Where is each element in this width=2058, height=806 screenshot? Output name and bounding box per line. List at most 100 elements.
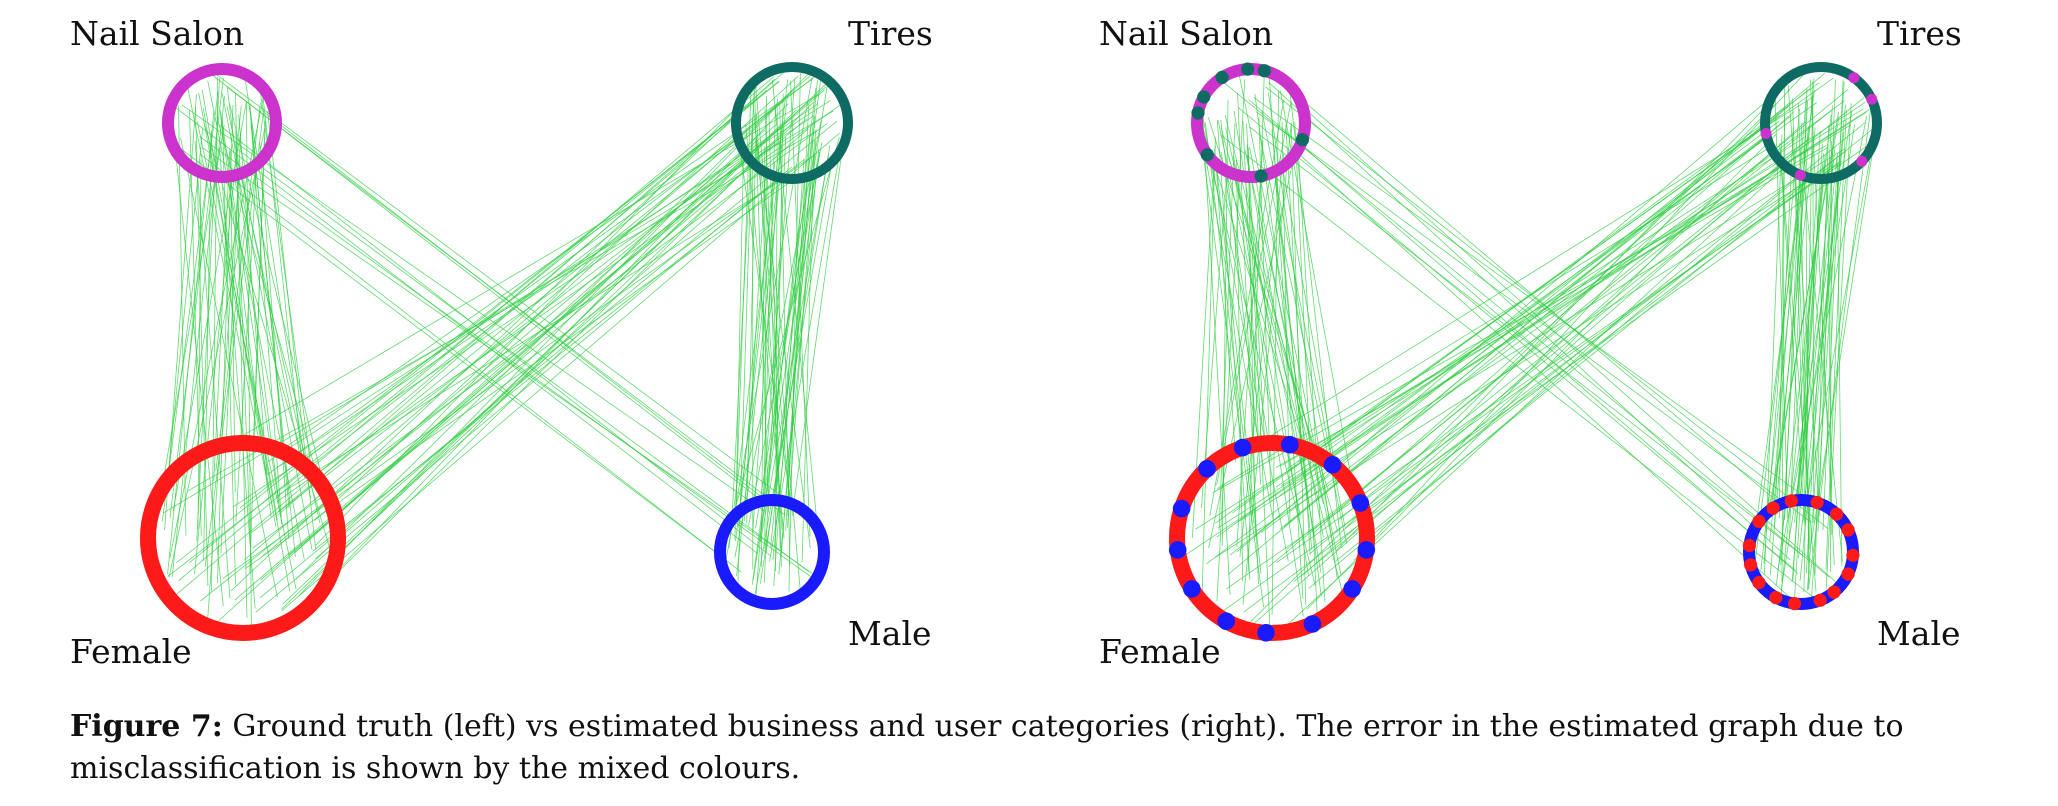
label-nail-salon: Nail Salon — [70, 14, 245, 53]
misclassified-node-nail-salon — [1191, 106, 1205, 120]
edge-nail_salon-male — [171, 104, 759, 555]
edge-tires-female — [1243, 161, 1840, 613]
edge-tires-male — [1799, 152, 1838, 501]
edge-tires-female — [1226, 146, 1867, 590]
edge-nail_salon-female — [244, 76, 311, 499]
edge-tires-male — [1810, 138, 1875, 544]
edge-nail_salon-female — [219, 147, 256, 609]
edge-tires-female — [222, 152, 817, 579]
misclassified-node-male — [1810, 495, 1824, 510]
edge-tires-female — [252, 122, 828, 549]
edge-tires-female — [294, 86, 826, 554]
edge-tires-male — [1836, 155, 1843, 566]
edge-tires-male — [1753, 132, 1807, 573]
edge-tires-female — [1229, 88, 1811, 556]
edge-nail_salon-female — [169, 78, 224, 518]
misclassified-node-male — [1742, 538, 1756, 553]
misclassified-node-tires — [1866, 93, 1878, 105]
edge-nail_salon-female — [195, 106, 209, 587]
edge-nail_salon-female — [1202, 117, 1289, 562]
edge-nail_salon-male — [235, 147, 810, 573]
label-male: Male — [848, 614, 932, 653]
misclassified-node-male — [1769, 591, 1783, 605]
edge-nail_salon-female — [168, 121, 267, 578]
edge-tires-female — [200, 142, 777, 602]
edge-tires-female — [1247, 104, 1776, 625]
edge-tires-female — [1306, 133, 1777, 610]
misclassified-node-female — [1357, 541, 1376, 559]
edge-tires-female — [298, 90, 793, 597]
edge-nail_salon-female — [1285, 124, 1311, 555]
edge-nail_salon-male — [199, 153, 742, 573]
label-male: Male — [1877, 614, 1961, 653]
edge-nail_salon-female — [1208, 122, 1302, 548]
ring-female — [140, 435, 346, 641]
misclassified-node-nail-salon — [1257, 64, 1271, 78]
edge-nail_salon-female — [1280, 156, 1339, 483]
edge-tires-male — [792, 127, 846, 512]
edge-nail_salon-female — [1236, 159, 1244, 581]
edge-nail_salon-male — [264, 112, 785, 516]
misclassified-node-nail-salon — [1295, 133, 1309, 147]
edge-tires-male — [1798, 131, 1845, 559]
edge-tires-female — [1308, 169, 1809, 589]
edge-tires-female — [315, 128, 809, 560]
edge-nail_salon-female — [217, 104, 234, 584]
edge-tires-male — [1791, 154, 1826, 583]
edge-nail_salon-female — [197, 159, 202, 529]
edge-nail_salon-female — [1271, 89, 1279, 615]
edge-tires-male — [1780, 124, 1855, 591]
misclassified-node-female — [1257, 624, 1275, 642]
edge-tires-female — [1353, 69, 1809, 561]
edge-nail_salon-male — [172, 142, 722, 557]
label-female: Female — [1099, 632, 1221, 671]
misclassified-node-male — [1752, 576, 1766, 590]
misclassified-node-male — [1787, 597, 1802, 611]
edge-nail_salon-female — [1207, 117, 1329, 490]
edge-nail_salon-female — [1200, 135, 1264, 608]
edge-nail_salon-female — [194, 105, 242, 575]
edge-tires-female — [1232, 82, 1820, 514]
misclassified-node-male — [1827, 585, 1841, 599]
edge-tires-female — [1275, 147, 1828, 468]
edge-tires-female — [1286, 109, 1833, 550]
edge-tires-female — [232, 115, 815, 508]
edge-nail_salon-female — [1236, 140, 1264, 548]
edge-tires-female — [178, 76, 775, 582]
edge-nail_salon-female — [166, 128, 204, 488]
misclassified-node-nail-salon — [1197, 90, 1211, 104]
edge-tires-female — [1335, 85, 1787, 552]
misclassified-node-nail-salon — [1215, 70, 1229, 84]
edge-nail_salon-female — [180, 137, 278, 598]
misclassified-node-female — [1303, 615, 1322, 633]
edge-tires-male — [752, 162, 818, 581]
edge-tires-female — [1345, 149, 1847, 529]
ring-tires — [1760, 62, 1882, 184]
edge-tires-female — [1218, 174, 1841, 615]
misclassified-node-female — [1172, 499, 1191, 518]
misclassified-node-male — [1813, 593, 1827, 607]
misclassified-node-male — [1830, 507, 1844, 521]
edge-tires-female — [215, 129, 765, 624]
edge-nail_salon-female — [220, 132, 242, 553]
edge-tires-female — [324, 124, 794, 567]
edge-nail_salon-female — [1294, 121, 1318, 617]
edge-tires-female — [1205, 133, 1769, 565]
edge-nail_salon-male — [1298, 103, 1838, 584]
edge-nail_salon-male — [215, 73, 811, 519]
edge-tires-female — [1184, 101, 1866, 556]
edge-nail_salon-female — [167, 110, 215, 575]
edge-tires-female — [259, 120, 838, 599]
edge-tires-male — [755, 131, 811, 549]
edge-tires-male — [773, 158, 805, 587]
edge-tires-female — [171, 80, 779, 599]
edge-nail_salon-female — [249, 105, 296, 557]
edge-tires-female — [188, 130, 818, 492]
edge-nail_salon-female — [1216, 120, 1251, 580]
edge-tires-female — [276, 173, 793, 497]
edge-nail_salon-female — [1216, 79, 1246, 602]
edge-tires-female — [1214, 164, 1833, 558]
edge-nail_salon-male — [208, 71, 769, 507]
edge-nail_salon-female — [1246, 155, 1322, 573]
edge-tires-female — [281, 132, 840, 612]
